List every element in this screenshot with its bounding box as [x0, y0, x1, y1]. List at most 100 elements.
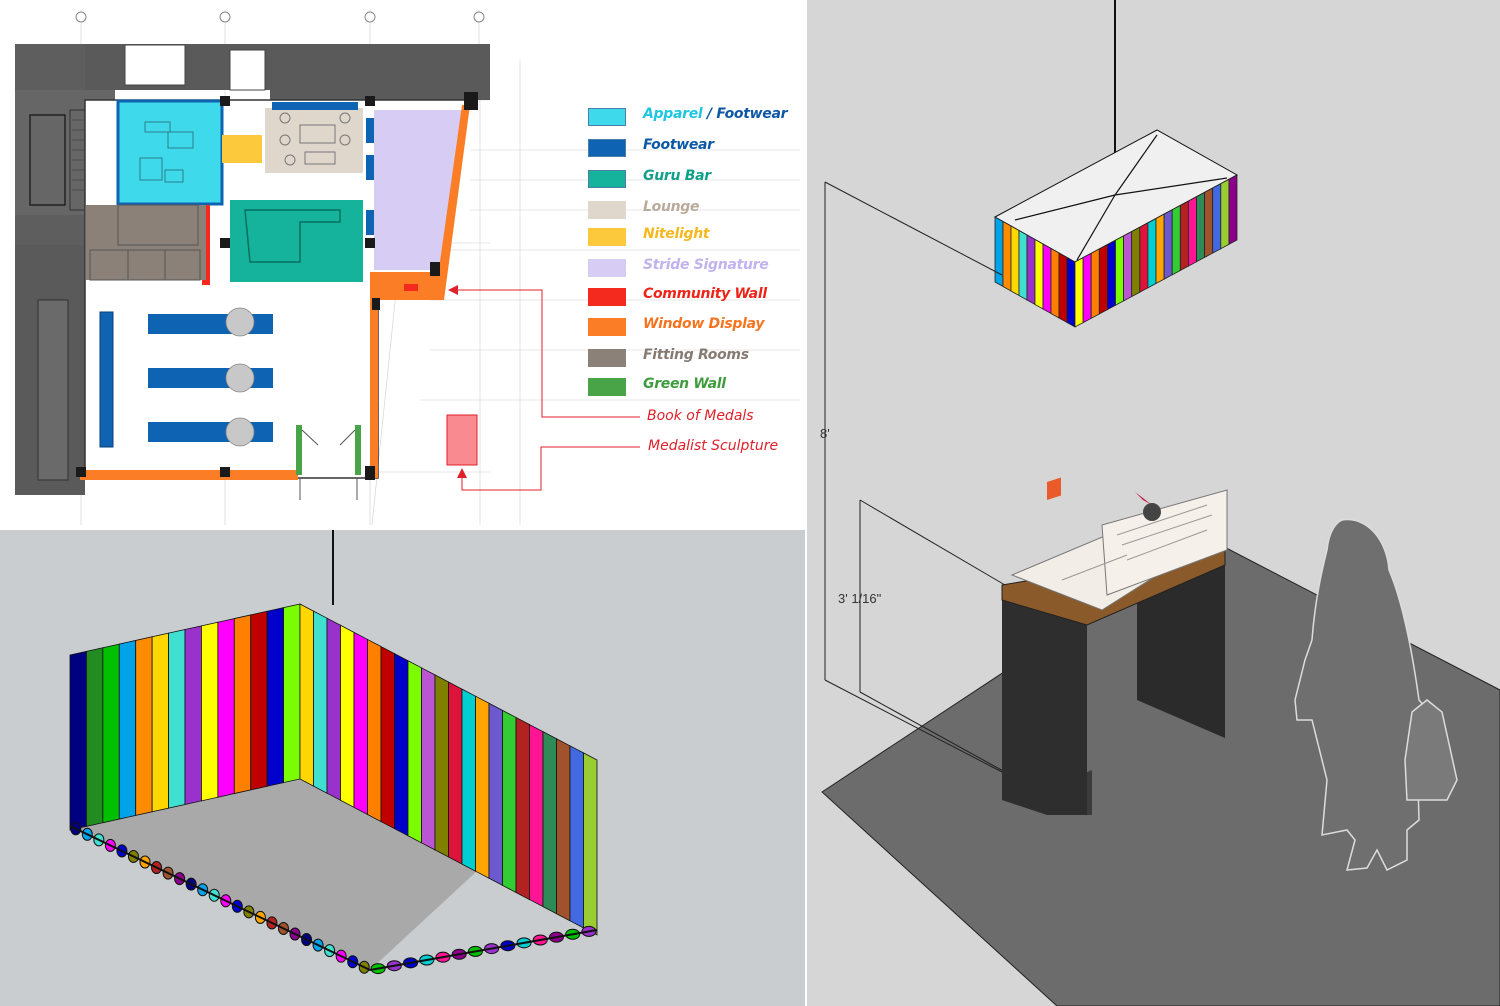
- legend-item-community-wall: Community Wall: [588, 286, 803, 308]
- legend-swatch: [588, 378, 626, 396]
- panel-divider: [805, 0, 807, 1006]
- legend-item-green-wall: Green Wall: [588, 376, 803, 398]
- legend-label: Window Display: [643, 316, 765, 332]
- legend-item-stride-signature: Stride Signature: [588, 257, 803, 279]
- sculpture-stripe: [86, 647, 104, 827]
- legend-swatch: [588, 170, 626, 188]
- legend-label: Footwear: [643, 137, 714, 153]
- book-emblem: [1047, 477, 1061, 501]
- sculpture-stripe: [1196, 191, 1206, 263]
- sculpture-stripe: [515, 716, 530, 901]
- legend-label: Community Wall: [643, 286, 767, 302]
- scene-drawing: [821, 0, 1500, 1006]
- sculpture-drawing: [69, 530, 598, 975]
- sculpture-stripe: [1131, 226, 1141, 298]
- sculpture-stripe: [448, 681, 463, 865]
- sculpture-stripe: [1026, 234, 1036, 306]
- sculpture-stripe: [266, 607, 284, 787]
- sculpture-stripe: [1171, 204, 1181, 276]
- sculpture-stripe: [313, 610, 328, 794]
- legend-item-apparel: Apparel / Footwear: [588, 106, 803, 128]
- sculpture-stripe: [394, 652, 409, 837]
- sculpture-stripe: [1002, 220, 1012, 292]
- sculpture-stripe: [1204, 187, 1214, 259]
- book-right-page: [1101, 489, 1228, 596]
- dimension-ceiling-height: 8': [820, 426, 830, 441]
- structural-columns: [76, 92, 478, 480]
- sculpture-stripe: [118, 639, 137, 820]
- sculpture-stripe: [340, 624, 355, 809]
- sculpture-stripe: [1066, 256, 1076, 328]
- floor-plan-panel: Apparel / Footwear Footwear Guru Bar Lou…: [0, 0, 805, 530]
- dimension-lines: [824, 181, 1006, 773]
- legend-swatch: [588, 318, 626, 336]
- legend-swatch: [588, 259, 626, 277]
- legend-item-nitelight: Nitelight: [588, 226, 803, 248]
- legend-label: Nitelight: [643, 226, 710, 242]
- sculpture-left-wall: [69, 603, 301, 831]
- legend-item-guru-bar: Guru Bar: [588, 168, 803, 190]
- sculpture-stripe: [102, 643, 120, 824]
- floor-plan-drawing: [15, 10, 800, 526]
- sculpture-stripe: [502, 709, 517, 894]
- legend-label: Lounge: [643, 199, 700, 215]
- sculpture-stripe: [529, 723, 544, 908]
- legend-label: Apparel: [643, 106, 703, 122]
- sculpture-stripe: [488, 702, 503, 887]
- sculpture-stripe: [556, 738, 571, 922]
- sculpture-stripe: [1139, 222, 1149, 293]
- legend-swatch: [588, 201, 626, 219]
- sculpture-stripe: [1074, 256, 1084, 328]
- sculpture-stripe: [407, 660, 422, 844]
- sculpture-stripe: [1106, 239, 1116, 311]
- medal-seal: [1143, 503, 1161, 521]
- sculpture-stripe: [233, 614, 252, 795]
- callout-book-of-medals: Book of Medals: [647, 408, 754, 424]
- sculpture-stripe: [1058, 252, 1068, 324]
- shopping-bag: [1404, 699, 1458, 801]
- scene-3d-panel: 8' 3' 1/16": [807, 0, 1500, 1006]
- dimension-table-height: 3' 1/16": [838, 591, 882, 606]
- sculpture-stripe: [1179, 200, 1189, 272]
- sculpture-stripe: [583, 752, 598, 936]
- sculpture-closeup-panel: [0, 530, 805, 1006]
- sculpture-stripe: [184, 625, 202, 805]
- legend-swatch: [588, 288, 626, 306]
- sculpture-stripe: [1123, 230, 1133, 302]
- legend-label: Guru Bar: [643, 168, 711, 184]
- sculpture-stripe: [475, 695, 490, 879]
- legend-label: Green Wall: [643, 376, 726, 392]
- sculpture-stripe: [201, 621, 219, 802]
- sculpture-stripe: [1050, 247, 1060, 319]
- sculpture-stripe: [250, 610, 268, 791]
- sculpture-stripe: [217, 618, 235, 798]
- sculpture-stripe: [151, 632, 169, 813]
- sculpture-stripe: [1098, 243, 1108, 315]
- sculpture-stripe: [1163, 209, 1173, 280]
- sculpture-stripe: [168, 629, 186, 809]
- sculpture-stripe: [1187, 196, 1197, 267]
- sculpture-stripe: [1115, 235, 1125, 306]
- legend-label: Stride Signature: [643, 257, 769, 273]
- legend-swatch: [588, 228, 626, 246]
- callout-medalist-sculpture: Medalist Sculpture: [648, 438, 779, 454]
- sculpture-stripe: [1212, 183, 1222, 254]
- sculpture-stripe: [1010, 225, 1020, 297]
- legend-swatch: [588, 139, 626, 157]
- sculpture-stripe: [1228, 174, 1238, 246]
- sculpture-stripe: [542, 730, 557, 915]
- sculpture-stripe: [135, 636, 153, 816]
- sculpture-stripe: [1034, 238, 1044, 310]
- sculpture-stripe: [569, 745, 584, 929]
- legend-label-secondary: Footwear: [716, 106, 788, 122]
- legend-item-window-display: Window Display: [588, 316, 803, 338]
- sculpture-stripe: [1042, 243, 1052, 315]
- sculpture-stripe: [299, 603, 314, 787]
- column-markers: [75, 11, 485, 23]
- sculpture-stripe: [353, 631, 368, 816]
- sculpture-stripe: [1220, 178, 1230, 250]
- legend-swatch: [588, 108, 626, 126]
- sculpture-stripe: [421, 667, 436, 851]
- legend-item-fitting-rooms: Fitting Rooms: [588, 347, 803, 369]
- sculpture-stripe: [461, 688, 476, 872]
